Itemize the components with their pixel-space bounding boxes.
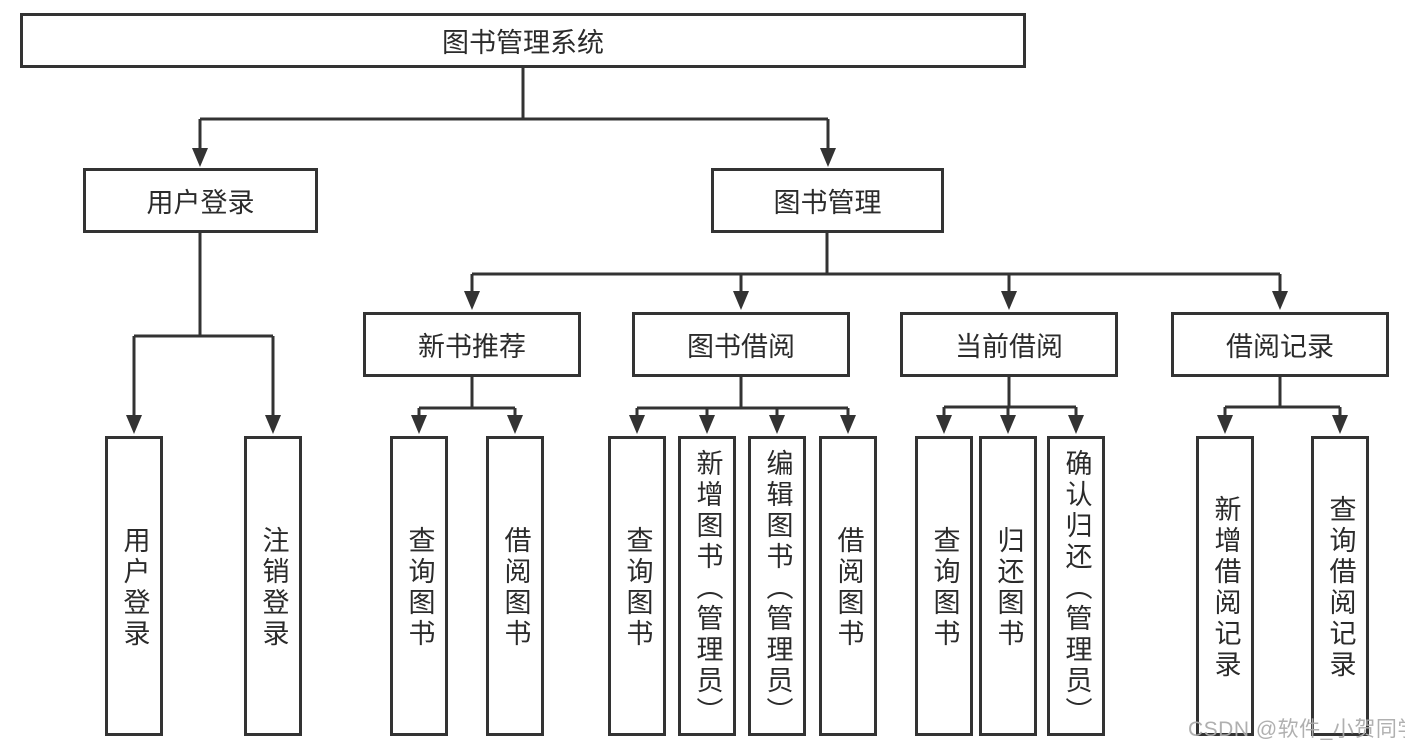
arrowhead (629, 415, 645, 434)
leaf-add-borrow-record: 新增借阅记录 (1196, 436, 1254, 736)
arrowhead (769, 415, 785, 434)
node-book-management: 图书管理 (711, 168, 944, 233)
leaf-label: 查询图书 (404, 526, 435, 650)
node-borrowing-records: 借阅记录 (1171, 312, 1389, 377)
leaf-label: 借阅图书 (833, 526, 864, 650)
leaf-edit-books-admin: 编辑图书（管理员） (748, 436, 806, 736)
leaf-confirm-return-admin: 确认归还（管理员） (1047, 436, 1105, 736)
leaf-return-books: 归还图书 (979, 436, 1037, 736)
leaf-query-books-recommend: 查询图书 (390, 436, 448, 736)
leaf-label: 查询图书 (929, 526, 960, 650)
leaf-add-books-admin: 新增图书（管理员） (678, 436, 736, 736)
arrowhead (936, 415, 952, 434)
arrowhead (1000, 415, 1016, 434)
connector-borrowing-records-to-leaves (1223, 377, 1342, 417)
arrowhead (126, 415, 142, 434)
leaf-label: 新增图书（管理员） (692, 448, 723, 728)
leaf-label: 借阅图书 (500, 526, 531, 650)
arrowhead (464, 291, 480, 310)
leaf-query-books-borrowing: 查询图书 (608, 436, 666, 736)
leaf-user-login: 用户登录 (105, 436, 163, 736)
arrowhead (820, 148, 836, 167)
leaf-label: 编辑图书（管理员） (762, 448, 793, 728)
arrowhead (699, 415, 715, 434)
node-new-book-recommendation: 新书推荐 (363, 312, 581, 377)
leaf-logout: 注销登录 (244, 436, 302, 736)
connector-book-borrowing-to-leaves (635, 377, 850, 417)
arrowhead (840, 415, 856, 434)
arrowhead (1272, 291, 1288, 310)
leaf-label: 归还图书 (993, 526, 1024, 650)
connector-root-to-level2 (198, 68, 830, 150)
arrowhead (507, 415, 523, 434)
connector-current-borrowing-to-leaves (942, 377, 1078, 417)
node-current-borrowing: 当前借阅 (900, 312, 1118, 377)
arrowhead (411, 415, 427, 434)
leaf-query-borrow-record: 查询借阅记录 (1311, 436, 1369, 736)
leaf-label: 用户登录 (119, 526, 150, 650)
leaf-borrow-books-borrowing: 借阅图书 (819, 436, 877, 736)
csdn-watermark: CSDN @软件_小贺同学 (1188, 718, 1405, 741)
node-user-login: 用户登录 (83, 168, 318, 233)
connector-book-management-to-level3 (470, 233, 1282, 293)
connector-new-book-recommendation-to-leaves (417, 377, 517, 417)
leaf-borrow-books-recommend: 借阅图书 (486, 436, 544, 736)
node-root: 图书管理系统 (20, 13, 1026, 68)
arrowhead (1332, 415, 1348, 434)
arrowhead (192, 148, 208, 167)
leaf-query-books-current: 查询图书 (915, 436, 973, 736)
connector-user-login-to-leaves (132, 233, 275, 416)
arrowhead (1068, 415, 1084, 434)
leaf-label: 查询借阅记录 (1325, 495, 1356, 681)
leaf-label: 确认归还（管理员） (1061, 448, 1092, 728)
arrowhead (733, 291, 749, 310)
leaf-label: 注销登录 (258, 526, 289, 650)
arrowhead (1217, 415, 1233, 434)
node-book-borrowing: 图书借阅 (632, 312, 850, 377)
leaf-label: 查询图书 (622, 526, 653, 650)
arrowhead (265, 415, 281, 434)
arrowhead (1001, 291, 1017, 310)
leaf-label: 新增借阅记录 (1210, 495, 1241, 681)
